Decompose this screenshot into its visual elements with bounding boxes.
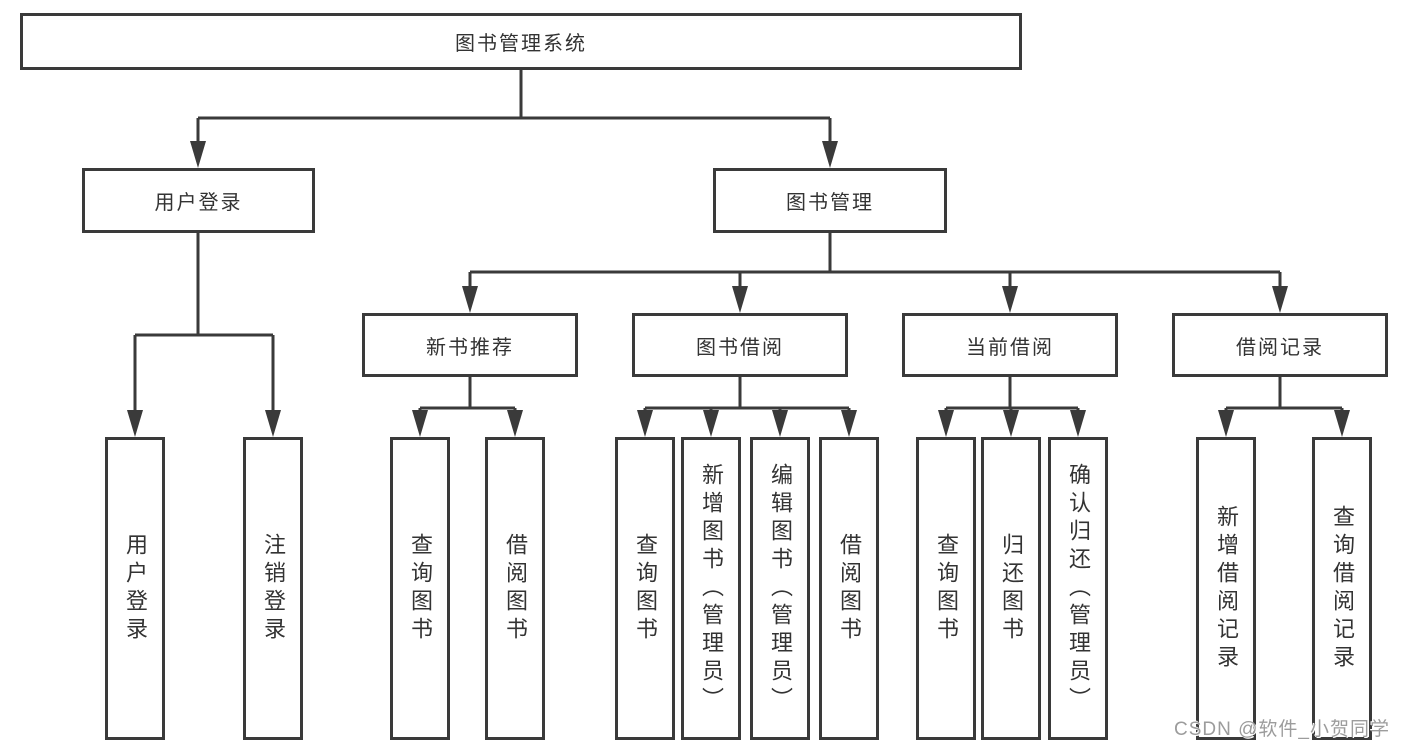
node-leaf-bb-add-books-admin: 新增图书（管理员） — [681, 437, 741, 740]
arrowhead — [1272, 286, 1288, 313]
arrowhead — [703, 410, 719, 437]
node-leaf-bb-edit-books-admin: 编辑图书（管理员） — [750, 437, 810, 740]
node-leaf-br-query-record: 查询借阅记录 — [1312, 437, 1372, 740]
arrowhead — [1218, 410, 1234, 437]
node-leaf-bb-borrow-books: 借阅图书 — [819, 437, 879, 740]
node-book-borrowing: 图书借阅 — [632, 313, 848, 377]
arrowhead — [127, 410, 143, 437]
node-leaf-br-add-record: 新增借阅记录 — [1196, 437, 1256, 740]
node-current-borrowing: 当前借阅 — [902, 313, 1118, 377]
node-leaf-cb-confirm-return-admin: 确认归还（管理员） — [1048, 437, 1108, 740]
node-leaf-user-login: 用户登录 — [105, 437, 165, 740]
arrowhead — [190, 141, 206, 168]
arrowhead — [462, 286, 478, 313]
arrowhead — [507, 410, 523, 437]
arrowhead — [412, 410, 428, 437]
arrowhead — [938, 410, 954, 437]
arrowhead — [1003, 410, 1019, 437]
node-leaf-cb-query-books: 查询图书 — [916, 437, 976, 740]
node-leaf-cb-return-books: 归还图书 — [981, 437, 1041, 740]
node-leaf-bb-query-books: 查询图书 — [615, 437, 675, 740]
node-root: 图书管理系统 — [20, 13, 1022, 70]
arrowhead — [772, 410, 788, 437]
arrowhead — [822, 141, 838, 168]
arrowhead-group — [127, 141, 1350, 437]
node-borrowing-records: 借阅记录 — [1172, 313, 1388, 377]
node-leaf-nb-borrow-books: 借阅图书 — [485, 437, 545, 740]
arrowhead — [1070, 410, 1086, 437]
arrowhead — [637, 410, 653, 437]
arrowhead — [841, 410, 857, 437]
node-user-login: 用户登录 — [82, 168, 315, 233]
node-leaf-logout: 注销登录 — [243, 437, 303, 740]
arrowhead — [1334, 410, 1350, 437]
arrowhead — [265, 410, 281, 437]
csdn-watermark: CSDN @软件_小贺同学 — [1174, 719, 1390, 740]
node-leaf-nb-query-books: 查询图书 — [390, 437, 450, 740]
arrowhead — [1002, 286, 1018, 313]
node-new-book-recommend: 新书推荐 — [362, 313, 578, 377]
arrowhead — [732, 286, 748, 313]
node-book-management: 图书管理 — [713, 168, 947, 233]
